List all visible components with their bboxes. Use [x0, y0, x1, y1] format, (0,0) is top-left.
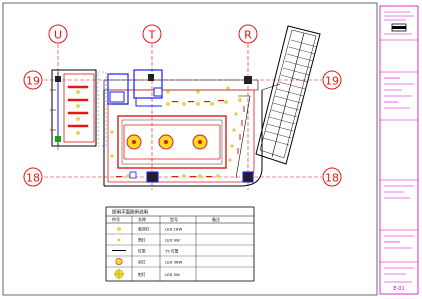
title-block: E-01 [379, 5, 419, 295]
legend-row-spec: T5 灯管 [164, 249, 179, 254]
legend-row-spec: LED 9W [165, 238, 180, 243]
legend-row-spec: LED 5W [165, 272, 180, 277]
grid-bubble-18-right: 18 [322, 167, 342, 187]
legend-header-spec: 型号 [170, 216, 178, 222]
grid-bubble-r: R [238, 24, 258, 44]
legend-header-symbol: 符号 [112, 216, 120, 222]
legend-row-name: 射灯 [138, 272, 146, 277]
svg-text:U: U [54, 29, 62, 42]
downlight-icon [117, 238, 121, 242]
left-wing [50, 69, 107, 147]
svg-text:18: 18 [26, 172, 40, 185]
grid-bubble-u: U [48, 24, 68, 44]
svg-text:18: 18 [325, 172, 339, 185]
svg-text:R: R [244, 29, 252, 42]
column-u19 [55, 76, 61, 82]
grid-bubble-19-right: 19 [322, 70, 342, 90]
column-r18 [242, 171, 254, 183]
drawing-number: E-01 [393, 286, 404, 292]
svg-text:19: 19 [26, 75, 40, 88]
grid-bubble-18-left: 18 [23, 167, 43, 187]
legend-row-spec: LED 36W [165, 260, 182, 265]
legend-header-note: 备注 [212, 216, 220, 222]
legend-row-name: 吸顶灯 [138, 227, 150, 232]
legend-header-name: 名称 [138, 216, 146, 222]
legend-row-name: 灯带 [138, 249, 146, 254]
svg-text:19: 19 [325, 75, 339, 88]
legend-title: 照明平面图例说明 [112, 209, 148, 216]
staircase [255, 25, 321, 170]
legend-row-name: 筒灯 [138, 238, 146, 243]
column-t18 [146, 171, 159, 183]
grid-bubble-t: T [142, 24, 162, 44]
column-r19 [244, 76, 252, 84]
spotlight-icon [113, 268, 125, 280]
svg-text:T: T [148, 29, 156, 42]
pendant-light-icon [115, 257, 123, 265]
legend-table: 照明平面图例说明 符号 名称 型号 备注 吸顶灯 LED 18W 筒灯 LED … [105, 206, 255, 282]
drawing-border [2, 2, 378, 296]
legend-row-spec: LED 18W [165, 227, 182, 232]
grid-bubble-19-left: 19 [23, 70, 43, 90]
main-hall [103, 69, 263, 187]
legend-row-name: 吊灯 [138, 260, 146, 265]
ceiling-light-icon [117, 227, 121, 231]
